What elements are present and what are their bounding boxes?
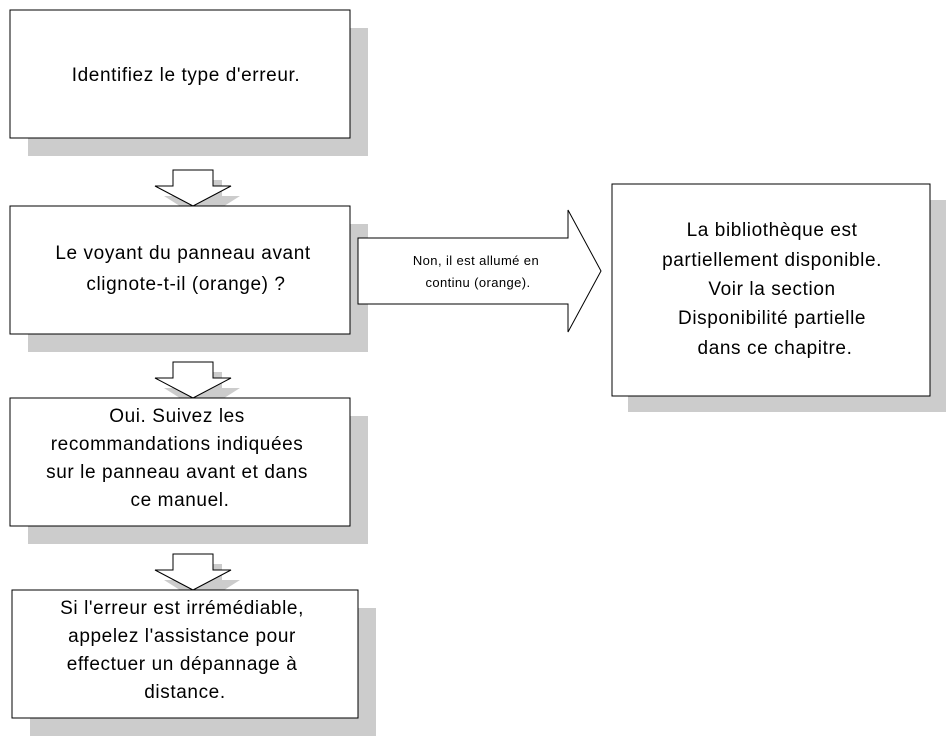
question-box	[9, 205, 351, 335]
partial-line: dans ce chapitre.	[698, 338, 853, 359]
partial-line: Voir la section	[708, 279, 835, 300]
question-line: clignote-t-il (orange) ?	[86, 274, 285, 295]
question-line: Le voyant du panneau avant	[55, 243, 311, 264]
down-arrow-2	[154, 361, 240, 412]
partial-line: Disponibilité partielle	[678, 308, 866, 329]
identify-line: Identifiez le type d'erreur.	[72, 65, 301, 86]
down-arrow-1	[154, 169, 240, 220]
identify-text: Identifiez le type d'erreur.	[72, 65, 301, 86]
no-branch-line: continu (orange).	[425, 275, 530, 290]
partial-box	[611, 183, 931, 397]
irreparable-box	[11, 589, 359, 719]
yes-action-box	[9, 397, 351, 527]
yes-action-line: sur le panneau avant et dans	[46, 462, 308, 483]
irreparable-line: distance.	[144, 682, 225, 703]
irreparable-text: Si l'erreur est irrémédiable, appelez l'…	[60, 598, 310, 703]
no-branch-arrow	[357, 209, 602, 333]
yes-action-line: ce manuel.	[131, 490, 230, 511]
no-branch-label: Non, il est allumé en continu (orange).	[413, 253, 543, 290]
down-arrow-3	[154, 553, 240, 604]
identify-box	[9, 9, 351, 139]
yes-action-text: Oui. Suivez les recommandations indiquée…	[46, 406, 314, 511]
irreparable-line: Si l'erreur est irrémédiable,	[60, 598, 304, 619]
no-branch-line: Non, il est allumé en	[413, 253, 539, 268]
partial-line: partiellement disponible.	[662, 250, 882, 271]
partial-text: La bibliothèque est partiellement dispon…	[662, 220, 888, 359]
yes-action-line: recommandations indiquées	[51, 434, 304, 455]
partial-line: La bibliothèque est	[687, 220, 858, 241]
yes-action-line: Oui. Suivez les	[109, 406, 245, 427]
irreparable-line: appelez l'assistance pour	[68, 626, 296, 647]
irreparable-line: effectuer un dépannage à	[67, 654, 298, 675]
question-text: Le voyant du panneau avant clignote-t-il…	[55, 243, 316, 295]
